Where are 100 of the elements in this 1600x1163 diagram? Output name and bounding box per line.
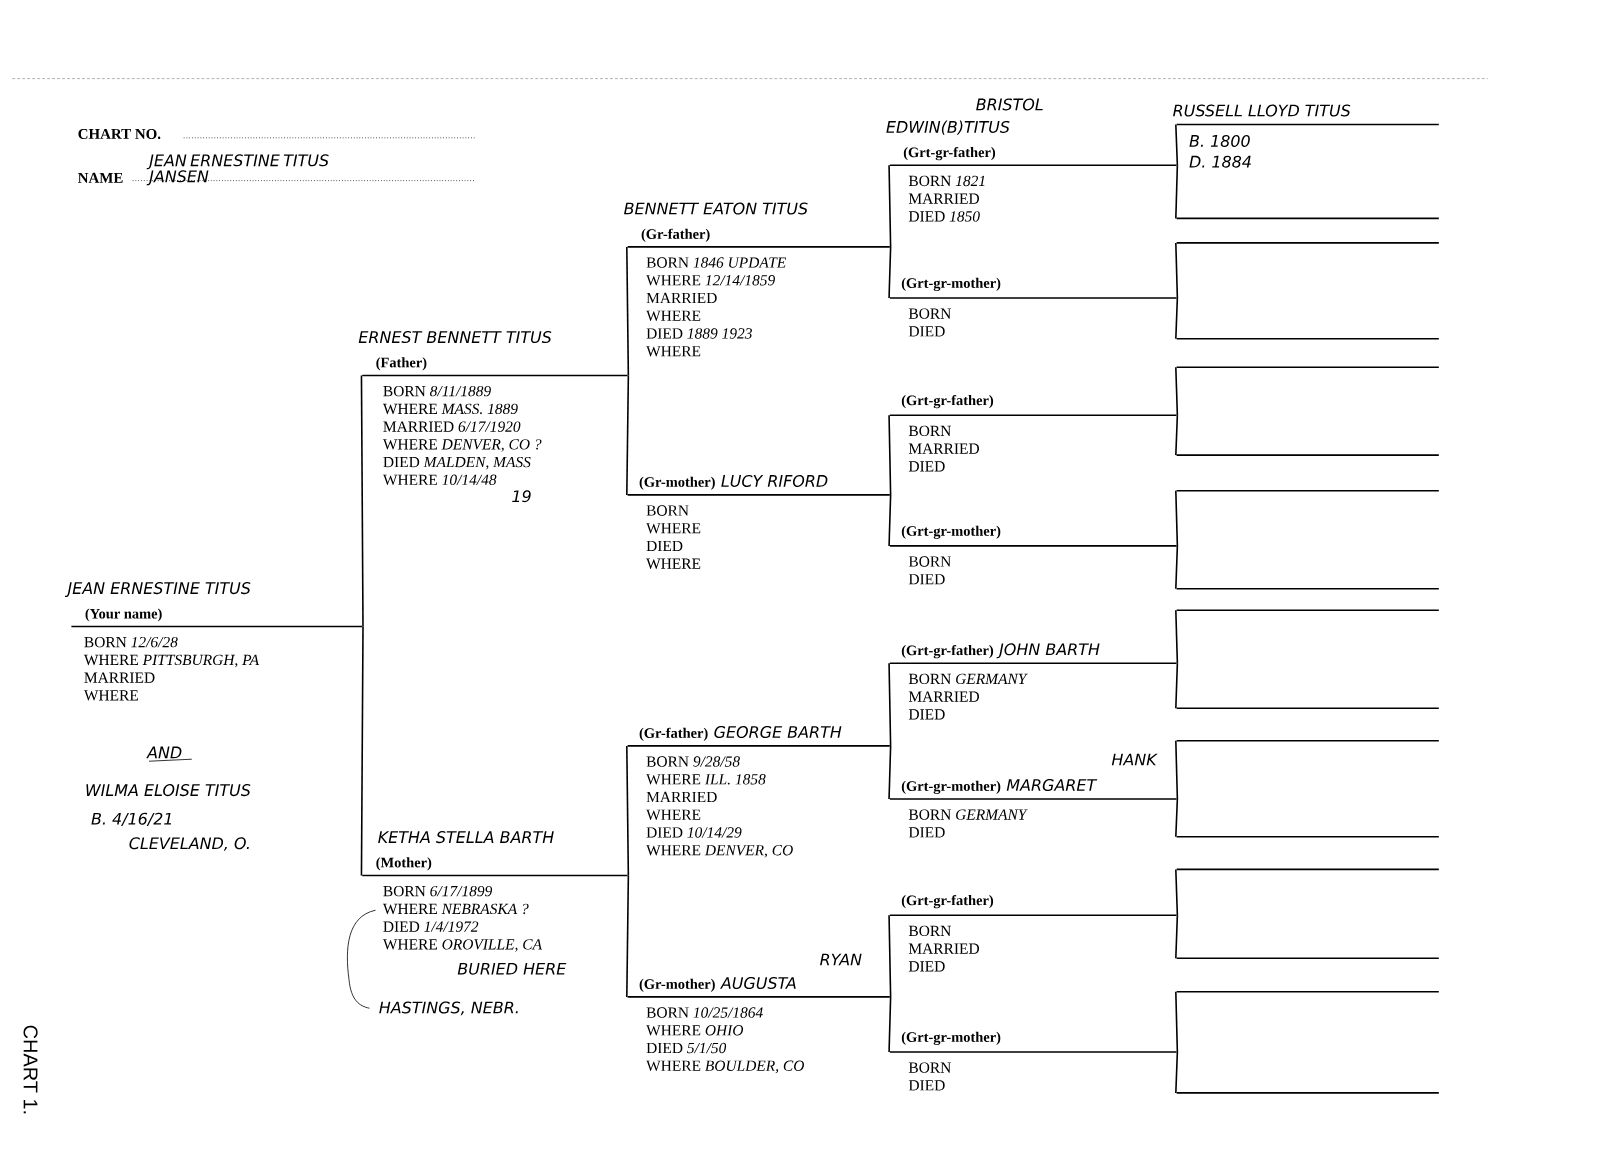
person-name: KETHA STELLA BARTH [378, 831, 554, 844]
handwritten-note: AND [146, 746, 182, 759]
node-label: DIED 10/14/29 [646, 827, 742, 838]
relation-label: (Grt-gr-mother) [901, 780, 1001, 794]
node-label: WHERE ILL. 1858 [646, 774, 766, 785]
bracket-line [888, 745, 892, 800]
handwritten-note: 19 [512, 490, 531, 503]
node-label: BORN 12/6/28 [84, 636, 178, 648]
node-label: BORN 10/25/1864 [646, 1007, 763, 1018]
node-label: WHERE OROVILLE, CA [382, 939, 543, 952]
handwritten-note: RYAN [820, 953, 862, 966]
node-label: BORN 6/17/1899 [383, 885, 493, 897]
person-name: LUCY RIFORD [721, 474, 828, 487]
relation-label: (Gr-father) [641, 228, 710, 242]
bracket-line [626, 374, 630, 496]
bracket-line [1175, 868, 1179, 917]
person-name: JOHN BARTH [996, 643, 1100, 659]
field-list: BORN 12/6/28 WHERE PITTSBURGH, PA MARRIED WHERE [83, 636, 260, 701]
relation-label: (Mother) [376, 857, 432, 871]
bracket-line [888, 246, 892, 299]
handwritten-note: HASTINGS, NEBR. [379, 1001, 518, 1016]
bracket-line [888, 662, 892, 747]
relation-label: (Grt-gr-mother) [901, 525, 1001, 539]
node-label: MARRIED [646, 791, 717, 803]
node-label: MARRIED 6/17/1920 [383, 421, 521, 432]
handwritten-note: BURIED HERE [457, 962, 567, 975]
field-list: BORN 10/25/1864 WHERE OHIO DIED 5/1/50 WHERE BOULDER, CO [646, 1007, 804, 1074]
bracket-line [888, 996, 892, 1053]
bracket-line [1175, 798, 1179, 838]
name-line [1175, 991, 1440, 993]
person-name: GEORGE BARTH [714, 726, 842, 739]
node-label: WHERE 10/14/48 [382, 474, 497, 486]
field-list: BORN MARRIED DIED [908, 925, 979, 972]
field-list: B. 1800 D. 1884 [1189, 134, 1251, 168]
node-label: WHERE [646, 310, 701, 322]
field-list: BORN WHERE DIED WHERE [646, 505, 701, 569]
node-label: WHERE [646, 558, 701, 569]
node-label: DIED 1/4/1972 [383, 921, 479, 932]
node-label: DIED [646, 540, 683, 552]
field-list: BORN DIED [908, 308, 951, 337]
name-line [1175, 454, 1440, 456]
node-label: WHERE PITTSBURGH, PA [83, 654, 260, 668]
bracket-line [1175, 490, 1179, 547]
bracket-line [626, 745, 630, 877]
field-list: BORN 6/17/1899 WHERE NEBRASKA ? DIED 1/4/1972 WHERE OROVILLE, CA [382, 885, 543, 952]
relation-label: (Father) [376, 357, 427, 371]
node-label: MARRIED [646, 292, 717, 304]
name-line [1175, 217, 1440, 220]
relation-label: (Grt-gr-mother) [901, 277, 1001, 291]
handwritten-note: HANK [1111, 753, 1158, 766]
bracket-line [1175, 545, 1179, 590]
field-list: BORN DIED [908, 1062, 951, 1091]
name-line [1175, 338, 1440, 340]
field-list: BORN GERMANY DIED [908, 809, 1028, 838]
node-label: WHERE DENVER, CO [646, 845, 793, 858]
bracket-line [1175, 123, 1179, 167]
bracket-line [888, 164, 892, 248]
handwritten-note: WILMA ELOISE TITUS [86, 784, 251, 797]
field-list: BORN DIED [908, 556, 951, 585]
bracket-line [1175, 740, 1179, 800]
person-name: BENNETT EATON TITUS [624, 202, 808, 215]
bracket-line [360, 625, 364, 877]
form-label: NAME [78, 172, 123, 183]
bracket-line [1175, 914, 1179, 959]
node-label: WHERE [646, 809, 701, 821]
bracket-line [888, 414, 892, 496]
person-name: ERNEST BENNETT TITUS [358, 331, 552, 344]
field-list: BORN 9/28/58 WHERE ILL. 1858 MARRIED WHERE DIED 10/14/29 WHERE DENVER, CO [646, 756, 793, 858]
name-line [1175, 609, 1440, 611]
person-name: MARGARET [1006, 779, 1098, 792]
bracket-line [626, 246, 630, 377]
person-name: EDWIN(B)TITUS [886, 120, 1010, 135]
relation-label: (Grt-gr-father) [901, 894, 994, 909]
bracket-line [1175, 242, 1179, 299]
relation-label: (Your name) [85, 608, 162, 622]
relation-label: (Gr-mother) [639, 476, 715, 490]
bracket-line [1175, 662, 1179, 709]
handwritten-note: BRISTOL [976, 98, 1043, 111]
bracket-line [1175, 609, 1179, 665]
name-line [1175, 242, 1440, 244]
name-line [1175, 707, 1440, 709]
handwritten-note: CLEVELAND, O. [129, 837, 249, 851]
name-line [1175, 740, 1440, 742]
relation-label: (Grt-gr-father) [901, 394, 994, 409]
field-list: BORN 1846 UPDATE WHERE 12/14/1859 MARRIED WHERE DIED 1889 1923 WHERE [646, 257, 786, 357]
node-label: WHERE [646, 346, 701, 357]
name-line [1175, 588, 1440, 590]
node-label: BORN 1846 UPDATE [646, 257, 786, 268]
bracket-line [360, 374, 364, 628]
field-list: BORN 1821 MARRIED DIED 1850 [908, 175, 985, 222]
bracket-line [1175, 991, 1179, 1053]
field-list: BORN 8/11/1889 WHERE MASS. 1889 MARRIED 6/17/1920 WHERE DENVER, CO ? DIED MALDEN, MASS WHERE 10/14/48 [382, 385, 542, 486]
bracket-line [626, 874, 630, 998]
bracket-line [888, 914, 892, 998]
relation-label: (Gr-mother) [639, 978, 715, 992]
node-label: BORN 9/28/58 [646, 756, 740, 767]
field-list: BORN GERMANY MARRIED DIED [908, 673, 1028, 720]
bracket-line [1175, 164, 1179, 220]
relation-label: (Grt-gr-father) [901, 644, 994, 659]
person-name: RUSSELL LLOYD TITUS [1173, 104, 1351, 117]
